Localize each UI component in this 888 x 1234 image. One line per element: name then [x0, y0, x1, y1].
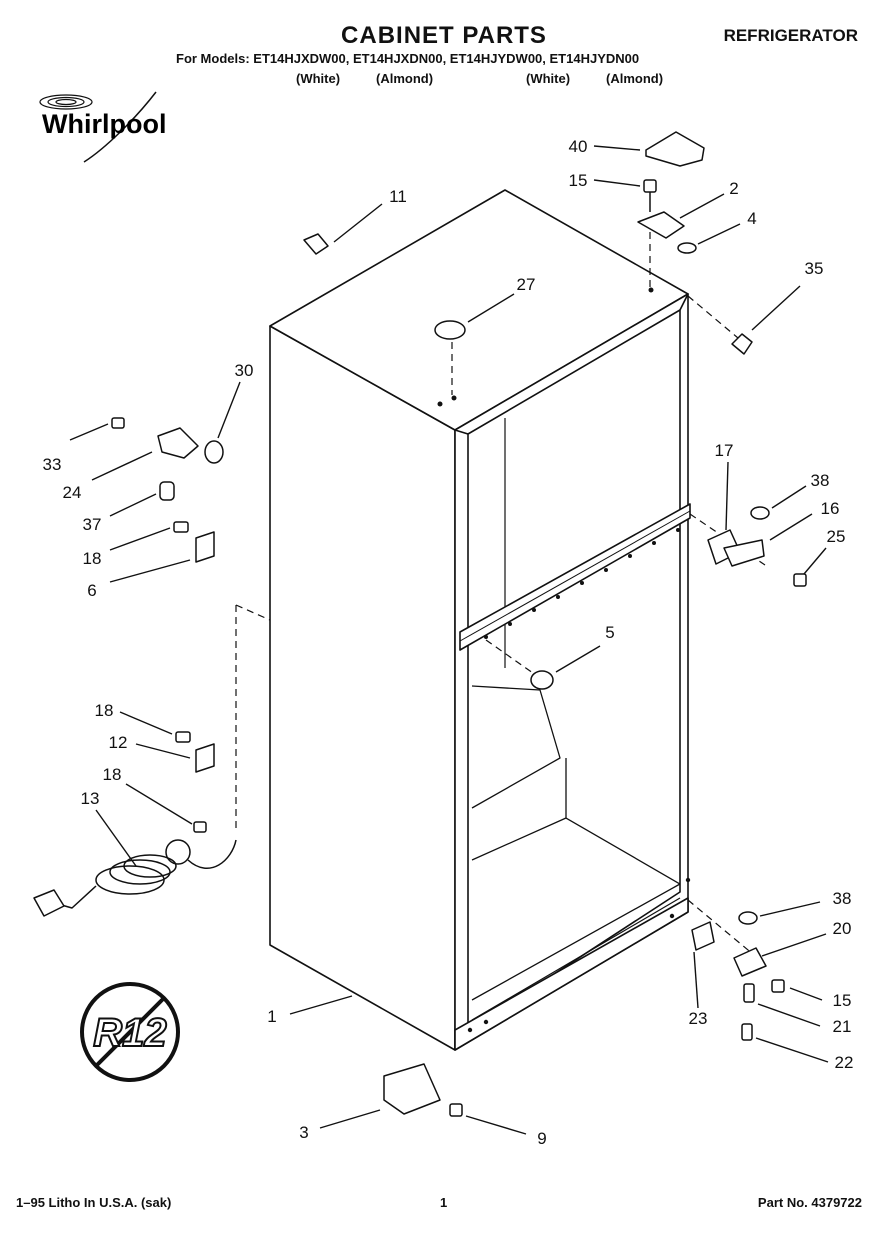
part-label-24: 24	[63, 483, 82, 502]
part-label-18: 18	[83, 549, 102, 568]
appliance-category: REFRIGERATOR	[723, 26, 858, 45]
power-cord-part	[43, 839, 237, 909]
washer-38-part	[750, 506, 770, 520]
part-label-38: 38	[811, 471, 830, 490]
part-label-15: 15	[569, 171, 588, 190]
bushing-part	[159, 481, 175, 501]
pin-21-part	[743, 983, 755, 1003]
page-title: CABINET PARTS	[341, 22, 547, 49]
part-label-9: 9	[537, 1129, 546, 1148]
liner-step	[471, 685, 561, 809]
divider-rail	[459, 503, 691, 651]
top-hinge-part	[637, 211, 685, 239]
part-label-3: 3	[299, 1123, 308, 1142]
model-color-4: (Almond)	[606, 71, 664, 86]
part-label-35: 35	[805, 259, 824, 278]
whirlpool-logo: Whirlpool	[36, 88, 196, 173]
washer-30-part	[204, 440, 224, 464]
screw-18b-part	[175, 731, 191, 743]
part-label-1: 1	[267, 1007, 276, 1026]
upper-hinge-part	[157, 427, 199, 459]
page-number: 1	[440, 1195, 448, 1210]
plug-button-part	[303, 233, 329, 255]
clamp-12-part	[195, 743, 215, 773]
part-label-4: 4	[747, 209, 756, 228]
clip-6-part	[195, 531, 215, 563]
screw-25-part	[793, 573, 807, 587]
brand-name: Whirlpool	[42, 109, 166, 139]
leveling-leg-part	[383, 1063, 441, 1115]
part-label-18b: 18	[95, 701, 114, 720]
part-label-11: 11	[389, 187, 407, 206]
part-label-17: 17	[715, 441, 734, 460]
r12-badge: R12	[80, 982, 180, 1082]
pin-cover-part	[731, 333, 753, 355]
part-label-6: 6	[87, 581, 96, 600]
part-label-5: 5	[605, 623, 614, 642]
plug-5-part	[530, 670, 554, 690]
center-hinge-part	[723, 539, 765, 567]
shim-23-part	[691, 921, 715, 951]
model-color-2: (Almond)	[376, 71, 434, 86]
bottom-hinge-part	[733, 947, 767, 977]
part-label-23: 23	[689, 1009, 708, 1028]
washer-38b-part	[738, 911, 758, 925]
screw-22-part	[741, 1023, 753, 1041]
part-label-22: 22	[835, 1053, 854, 1072]
screw-9-part	[449, 1103, 463, 1117]
screw-15b-part	[771, 979, 785, 993]
part-label-13: 13	[81, 789, 100, 808]
model-color-1: (White)	[296, 71, 341, 86]
screw-part	[643, 179, 657, 193]
part-label-15b: 15	[833, 991, 852, 1010]
part-label-25: 25	[827, 527, 846, 546]
model-color-3: (White)	[526, 71, 571, 86]
screw-33-part	[111, 417, 125, 429]
footer-print-info: 1–95 Litho In U.S.A. (sak)	[16, 1195, 172, 1210]
part-label-40: 40	[569, 137, 588, 156]
hinge-cover-part	[645, 131, 705, 167]
top-plug-part	[434, 320, 466, 340]
part-label-30: 30	[235, 361, 254, 380]
part-label-16: 16	[821, 499, 840, 518]
part-label-18c: 18	[103, 765, 122, 784]
models-line: For Models: ET14HJXDW00, ET14HJXDN00, ET…	[176, 51, 640, 66]
part-label-37: 37	[83, 515, 102, 534]
part-number: Part No. 4379722	[757, 1195, 862, 1210]
part-label-33: 33	[43, 455, 62, 474]
part-label-21: 21	[833, 1017, 852, 1036]
screw-18-part	[173, 521, 189, 533]
part-label-38b: 38	[833, 889, 852, 908]
part-label-12: 12	[109, 733, 128, 752]
part-label-2: 2	[729, 179, 738, 198]
cabinet-base	[454, 897, 689, 1051]
part-label-27: 27	[517, 275, 536, 294]
cabinet-side-panel	[269, 325, 456, 1051]
r12-badge-text: R12	[93, 1011, 166, 1055]
part-label-20: 20	[833, 919, 852, 938]
washer-part	[677, 242, 697, 254]
screw-18c-part	[193, 821, 207, 833]
